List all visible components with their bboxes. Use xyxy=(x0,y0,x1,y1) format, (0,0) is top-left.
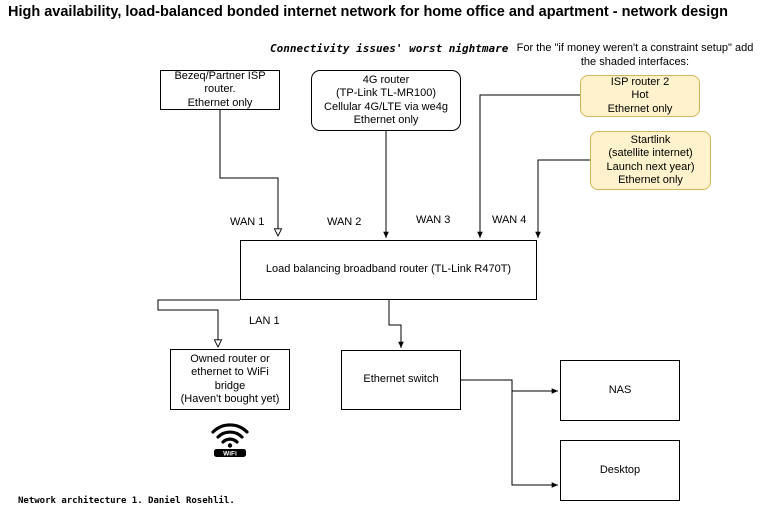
load-balancer-label: Load balancing broadband router (TL-Link… xyxy=(265,263,512,276)
wan4-label: WAN 4 xyxy=(492,214,527,226)
starlink-label: Startlink (satellite internet) Launch ne… xyxy=(606,133,695,187)
isp-router-2-node: ISP router 2 Hot Ethernet only xyxy=(580,75,700,117)
wan3-label: WAN 3 xyxy=(416,214,451,226)
ethernet-switch-label: Ethernet switch xyxy=(363,373,439,386)
nas-label: NAS xyxy=(608,383,632,396)
diagram-title: High availability, load-balanced bonded … xyxy=(8,4,728,20)
isp-router-2-label: ISP router 2 Hot Ethernet only xyxy=(607,75,673,115)
isp-router-label: Bezeq/Partner ISP router. Ethernet only xyxy=(174,69,266,109)
lan1-label: LAN 1 xyxy=(249,315,280,327)
edge-wan4 xyxy=(535,159,590,238)
diagram-subtitle: Connectivity issues' worst nightmare xyxy=(270,42,509,55)
desktop-node: Desktop xyxy=(560,440,680,501)
wan2-label: WAN 2 xyxy=(327,216,362,228)
load-balancer-node: Load balancing broadband router (TL-Link… xyxy=(240,240,537,300)
edge-wan3 xyxy=(477,94,580,238)
shaded-note: For the "if money weren't a constraint s… xyxy=(516,42,754,68)
ethernet-switch-node: Ethernet switch xyxy=(341,350,461,410)
wifi-router-label: Owned router or ethernet to WiFi bridge … xyxy=(180,352,280,406)
wifi-router-node: Owned router or ethernet to WiFi bridge … xyxy=(170,349,290,410)
footer-credit: Network architecture 1. Daniel Rosehlil. xyxy=(18,496,235,506)
edge-wan1 xyxy=(219,110,278,236)
edge-lan1 xyxy=(157,299,240,347)
edge-lb-switch xyxy=(388,300,404,348)
wifi-icon: WiFi xyxy=(211,423,249,458)
nas-node: NAS xyxy=(560,360,680,421)
edge-switch-nas xyxy=(461,379,558,394)
4g-router-node: 4G router (TP-Link TL-MR100) Cellular 4G… xyxy=(311,70,461,131)
wifi-badge-text: WiFi xyxy=(223,451,237,458)
wan1-label: WAN 1 xyxy=(230,216,265,228)
isp-router-node: Bezeq/Partner ISP router. Ethernet only xyxy=(160,70,280,110)
4g-router-label: 4G router (TP-Link TL-MR100) Cellular 4G… xyxy=(324,73,448,127)
desktop-label: Desktop xyxy=(599,463,641,476)
edge-switch-desktop xyxy=(511,391,558,488)
starlink-node: Startlink (satellite internet) Launch ne… xyxy=(590,131,711,190)
